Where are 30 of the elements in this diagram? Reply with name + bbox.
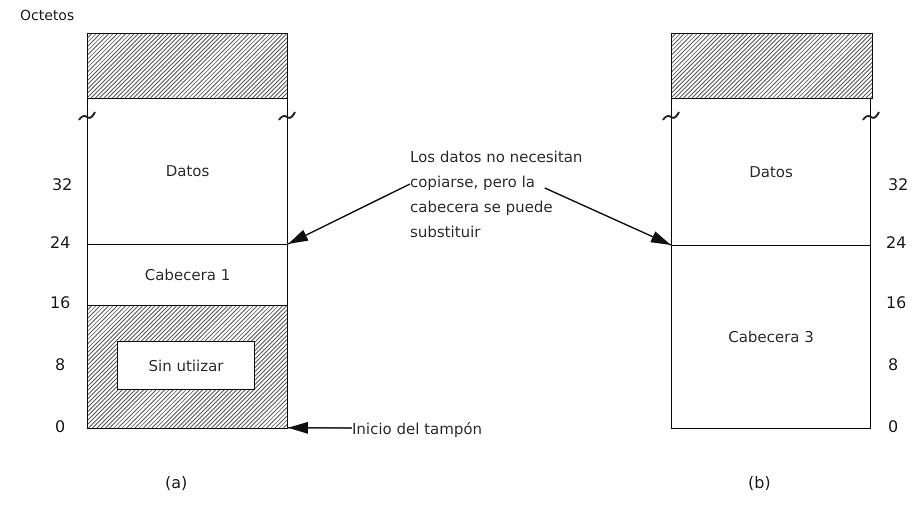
- offset-tick-label: 16: [886, 293, 906, 312]
- offset-tick-label: 8: [55, 355, 66, 374]
- panel-label: (b): [748, 473, 771, 492]
- buffer-section: [87, 98, 288, 245]
- unused-box: [117, 341, 255, 390]
- offset-tick-label: 0: [888, 417, 898, 436]
- section-label: Datos: [749, 162, 793, 180]
- hatched-region: [87, 305, 288, 429]
- offset-tick-label: 8: [888, 355, 898, 374]
- offset-tick-label: 24: [886, 233, 906, 252]
- arrow: [544, 187, 672, 246]
- section-label: Datos: [166, 162, 210, 180]
- offset-tick-label: 32: [888, 175, 908, 194]
- offset-tick-label: 24: [50, 233, 70, 252]
- annotation-text: Inicio del tampón: [352, 419, 484, 440]
- hatched-region: [87, 33, 288, 99]
- section-label: Sin utiizar: [148, 356, 224, 374]
- arrow: [288, 422, 352, 434]
- annotation-text: Los datos no necesitan copiarse, pero la cabecera se puede substituir: [410, 147, 584, 243]
- buffer-section: [671, 98, 871, 246]
- hatched-region: [671, 33, 873, 99]
- axis-label: Octetos: [20, 8, 74, 24]
- offset-tick-label: 0: [55, 417, 66, 436]
- section-label: Cabecera 1: [144, 266, 230, 284]
- panel-label: (a): [165, 473, 188, 492]
- section-label: Cabecera 3: [728, 328, 814, 346]
- offset-tick-label: 32: [52, 175, 72, 194]
- offset-tick-label: 16: [50, 293, 70, 312]
- arrow: [288, 183, 410, 245]
- buffer-section: [671, 245, 871, 429]
